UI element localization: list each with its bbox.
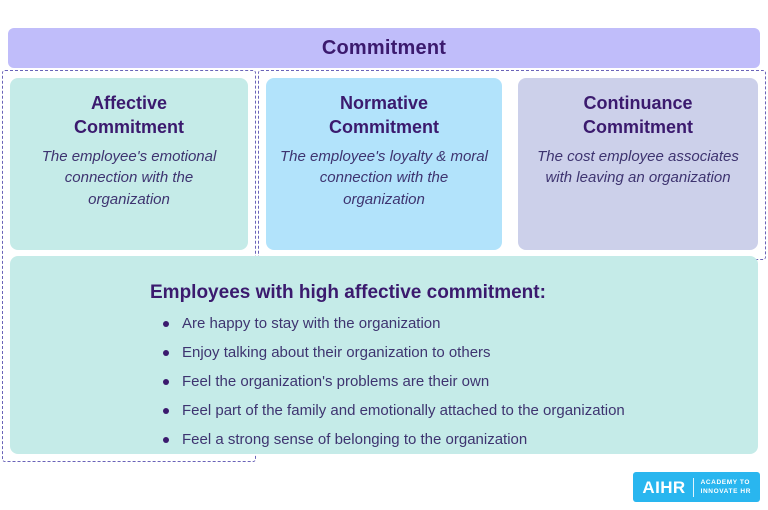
card-normative-title: Normative Commitment	[280, 92, 488, 140]
card-continuance-commitment[interactable]: Continuance Commitment The cost employee…	[518, 78, 758, 250]
list-item: Feel the organization's problems are the…	[160, 374, 758, 389]
page-title: Commitment	[321, 36, 447, 59]
logo-tagline-line1: ACADEMY TO	[700, 478, 751, 486]
logo-wordmark: AIHR	[642, 477, 686, 497]
bullet-dot-icon	[163, 321, 169, 327]
card-normative-commitment[interactable]: Normative Commitment The employee's loya…	[266, 78, 502, 250]
bullet-dot-icon	[163, 350, 169, 356]
detail-panel-list: Are happy to stay with the organization …	[10, 316, 758, 447]
affective-detail-panel: Employees with high affective commitment…	[10, 256, 758, 454]
card-continuance-title-line1: Continuance	[583, 93, 693, 113]
card-normative-title-line1: Normative	[339, 93, 429, 113]
list-item-label: Enjoy talking about their organization t…	[182, 344, 491, 361]
card-affective-title-line2: Commitment	[73, 116, 184, 137]
logo-tagline: ACADEMY TO INNOVATE HR	[701, 478, 751, 496]
header-banner: Commitment	[8, 28, 760, 68]
list-item-label: Feel a strong sense of belonging to the …	[182, 431, 528, 448]
list-item: Feel a strong sense of belonging to the …	[160, 432, 758, 447]
list-item-label: Are happy to stay with the organization	[182, 315, 441, 332]
logo-divider	[692, 477, 694, 497]
card-affective-commitment[interactable]: Affective Commitment The employee's emot…	[10, 78, 248, 250]
card-affective-title: Affective Commitment	[24, 92, 234, 140]
list-item-label: Feel the organization's problems are the…	[182, 373, 490, 390]
list-item: Are happy to stay with the organization	[160, 316, 758, 331]
detail-panel-heading: Employees with high affective commitment…	[150, 282, 546, 303]
card-affective-description: The employee's emotional connection with…	[41, 147, 217, 209]
card-continuance-description: The cost employee associates with leavin…	[537, 147, 739, 187]
aihr-logo: AIHR ACADEMY TO INNOVATE HR	[633, 472, 760, 502]
list-item: Enjoy talking about their organization t…	[160, 345, 758, 360]
bullet-dot-icon	[163, 437, 169, 443]
bullet-dot-icon	[163, 408, 169, 414]
list-item: Feel part of the family and emotionally …	[160, 403, 758, 418]
bullet-dot-icon	[163, 379, 169, 385]
card-affective-title-line1: Affective	[90, 93, 168, 113]
list-item-label: Feel part of the family and emotionally …	[182, 402, 625, 419]
card-normative-title-line2: Commitment	[328, 116, 439, 137]
card-continuance-title-line2: Commitment	[582, 116, 693, 137]
card-normative-description: The employee's loyalty & moral connectio…	[280, 147, 488, 209]
card-continuance-title: Continuance Commitment	[532, 92, 744, 140]
logo-tagline-line2: INNOVATE HR	[700, 488, 751, 495]
